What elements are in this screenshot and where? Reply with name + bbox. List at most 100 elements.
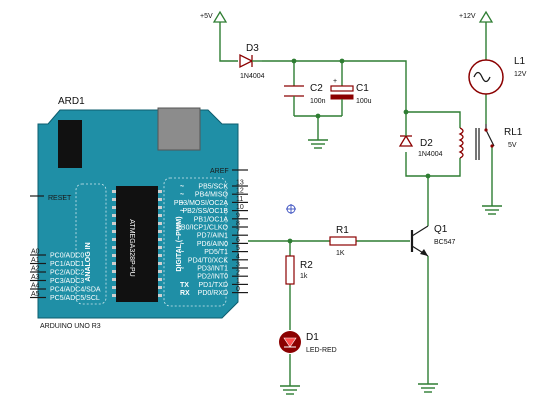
resistor-r2[interactable] [285, 255, 295, 285]
digital-pin-tag: ~ [180, 249, 184, 256]
junction-dot [339, 58, 345, 64]
digital-pin-name: PD5/T1 [204, 249, 228, 256]
transistor-q1[interactable] [410, 225, 429, 257]
capacitor-c2[interactable] [284, 85, 304, 103]
chip-pin [112, 278, 116, 281]
analog-pin-number: A5 [31, 291, 40, 298]
resistor-r1[interactable] [329, 236, 357, 246]
digital-pin-tag: ~ [180, 208, 184, 215]
digital-pin-name: PB5/SCK [198, 184, 228, 191]
relay-rl1[interactable] [458, 124, 495, 160]
junction-dot [315, 113, 321, 119]
chip-pin [158, 214, 162, 217]
junction-dot [287, 238, 293, 244]
digital-pin-number: 8 [236, 221, 240, 228]
rl1-ref: RL1 [504, 127, 523, 138]
digital-pwm-label: DIGITAL (~PWM) [176, 216, 183, 271]
digital-pin-name: PB2/SS/OC1B [182, 208, 228, 215]
analog-pin-number: A2 [31, 266, 40, 273]
l1-ref: L1 [514, 56, 526, 67]
digital-pin-name: PB1/OC1A [194, 216, 229, 223]
chip-pin [112, 198, 116, 201]
junction-dot [403, 109, 409, 115]
power-jack-icon [58, 120, 82, 168]
r1-value: 1K [336, 250, 345, 257]
digital-pin-name: PD0/RXD [198, 290, 228, 297]
atmega-chip [116, 186, 158, 302]
d2-value: 1N4004 [418, 151, 443, 158]
digital-pin-name: PD3/INT1 [197, 266, 228, 273]
digital-pin-number: 13 [236, 180, 244, 187]
digital-pin-number: 7 [236, 229, 240, 236]
chip-pin [158, 198, 162, 201]
d1-ref: D1 [306, 332, 319, 343]
junction-dot [291, 58, 297, 64]
digital-pin-number: 11 [236, 196, 243, 203]
analog-in-label: ANALOG IN [85, 242, 92, 281]
chip-pin [158, 238, 162, 241]
analog-pin-name: PC2/ADC2 [50, 270, 84, 277]
power-5v-symbol[interactable]: +5V [200, 10, 228, 28]
d3-value: 1N4004 [240, 73, 265, 80]
chip-pin [112, 286, 116, 289]
digital-pin-name: PD2/INT0 [197, 274, 228, 281]
chip-pin [158, 246, 162, 249]
analog-pin-number: A4 [31, 283, 40, 290]
r1-ref: R1 [336, 225, 349, 236]
analog-pins: A0PC0/ADC0A1PC1/ADC1A2PC2/ADC2A3PC3/ADC3… [30, 249, 101, 302]
origin-marker-icon [286, 204, 296, 214]
chip-pin [112, 190, 116, 193]
analog-pin-number: A1 [31, 257, 40, 264]
c2-value: 100n [310, 98, 326, 105]
c1-value: 100u [356, 98, 372, 105]
chip-pin [158, 278, 162, 281]
chip-pin [112, 222, 116, 225]
d2-ref: D2 [420, 138, 433, 149]
chip-pin [158, 230, 162, 233]
wires [219, 22, 493, 386]
analog-pin-name: PC1/ADC1 [50, 261, 84, 268]
chip-pin [112, 238, 116, 241]
q1-ref: Q1 [434, 224, 448, 235]
junction-dot [425, 173, 431, 179]
digital-pin-name: PD1/TXD [198, 282, 228, 289]
digital-pin-name: PB3/MOSI/OC2A [174, 200, 228, 207]
digital-pin-name: PD4/T0/XCK [188, 257, 228, 264]
capacitor-c1[interactable]: + [330, 78, 354, 103]
power-12v-label: +12V [459, 13, 476, 20]
chip-pin [112, 230, 116, 233]
d3-ref: D3 [246, 43, 259, 54]
diode-d2[interactable] [398, 130, 414, 147]
chip-pin [158, 254, 162, 257]
diode-d3[interactable] [239, 53, 262, 69]
digital-pin-number: 5 [236, 245, 240, 252]
analog-pin-name: PC4/ADC4/SDA [50, 287, 101, 294]
chip-pin [112, 294, 116, 297]
power-12v-symbol[interactable]: +12V [459, 10, 494, 23]
digital-pin-number: 0 [236, 286, 240, 293]
chip-pin [112, 206, 116, 209]
digital-pin-number: 1 [236, 278, 240, 285]
digital-pin-number: 6 [236, 237, 240, 244]
digital-pin-tag: TX [180, 282, 189, 289]
l1-value: 12V [514, 71, 527, 78]
digital-pin-number: 4 [236, 253, 240, 260]
analog-pin-number: A3 [31, 274, 40, 281]
led-d1[interactable] [279, 331, 301, 353]
lamp-l1[interactable] [468, 59, 504, 95]
chip-label: ATMEGA328P-PU [128, 219, 135, 276]
ground-symbol [482, 205, 502, 215]
ard1-ref: ARD1 [58, 96, 85, 107]
chip-pin [158, 206, 162, 209]
chip-pin [158, 294, 162, 297]
r2-value: 1k [300, 273, 308, 280]
aref-label: AREF [210, 168, 229, 175]
ground-symbol [418, 383, 438, 393]
rl1-value: 5V [508, 142, 517, 149]
analog-pin-name: PC3/ADC3 [50, 278, 84, 285]
d1-value: LED-RED [306, 347, 337, 354]
digital-pin-number: 10 [236, 204, 244, 211]
digital-pin-name: PD6/AIN0 [197, 241, 228, 248]
arduino-uno-board[interactable]: ATMEGA328P-PU ANALOG IN DIGITAL (~PWM) A… [30, 107, 248, 319]
